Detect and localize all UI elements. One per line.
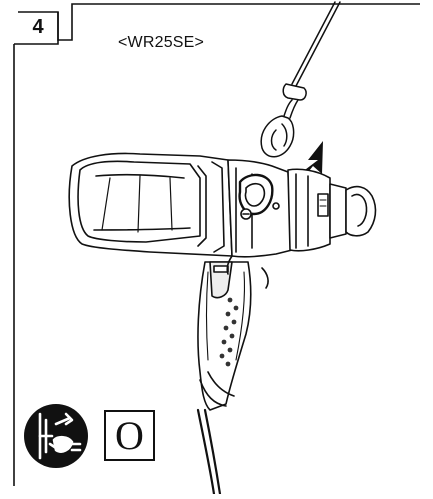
lanyard-hook-illustration (260, 1, 341, 158)
mode-symbol-box: O (104, 410, 155, 461)
model-label: <WR25SE> (118, 34, 205, 51)
step-number: 4 (32, 15, 44, 38)
unplug-power-icon (24, 404, 88, 468)
arrow-icon (289, 141, 323, 186)
impact-wrench-illustration (68, 152, 377, 496)
frame-border (13, 3, 420, 486)
